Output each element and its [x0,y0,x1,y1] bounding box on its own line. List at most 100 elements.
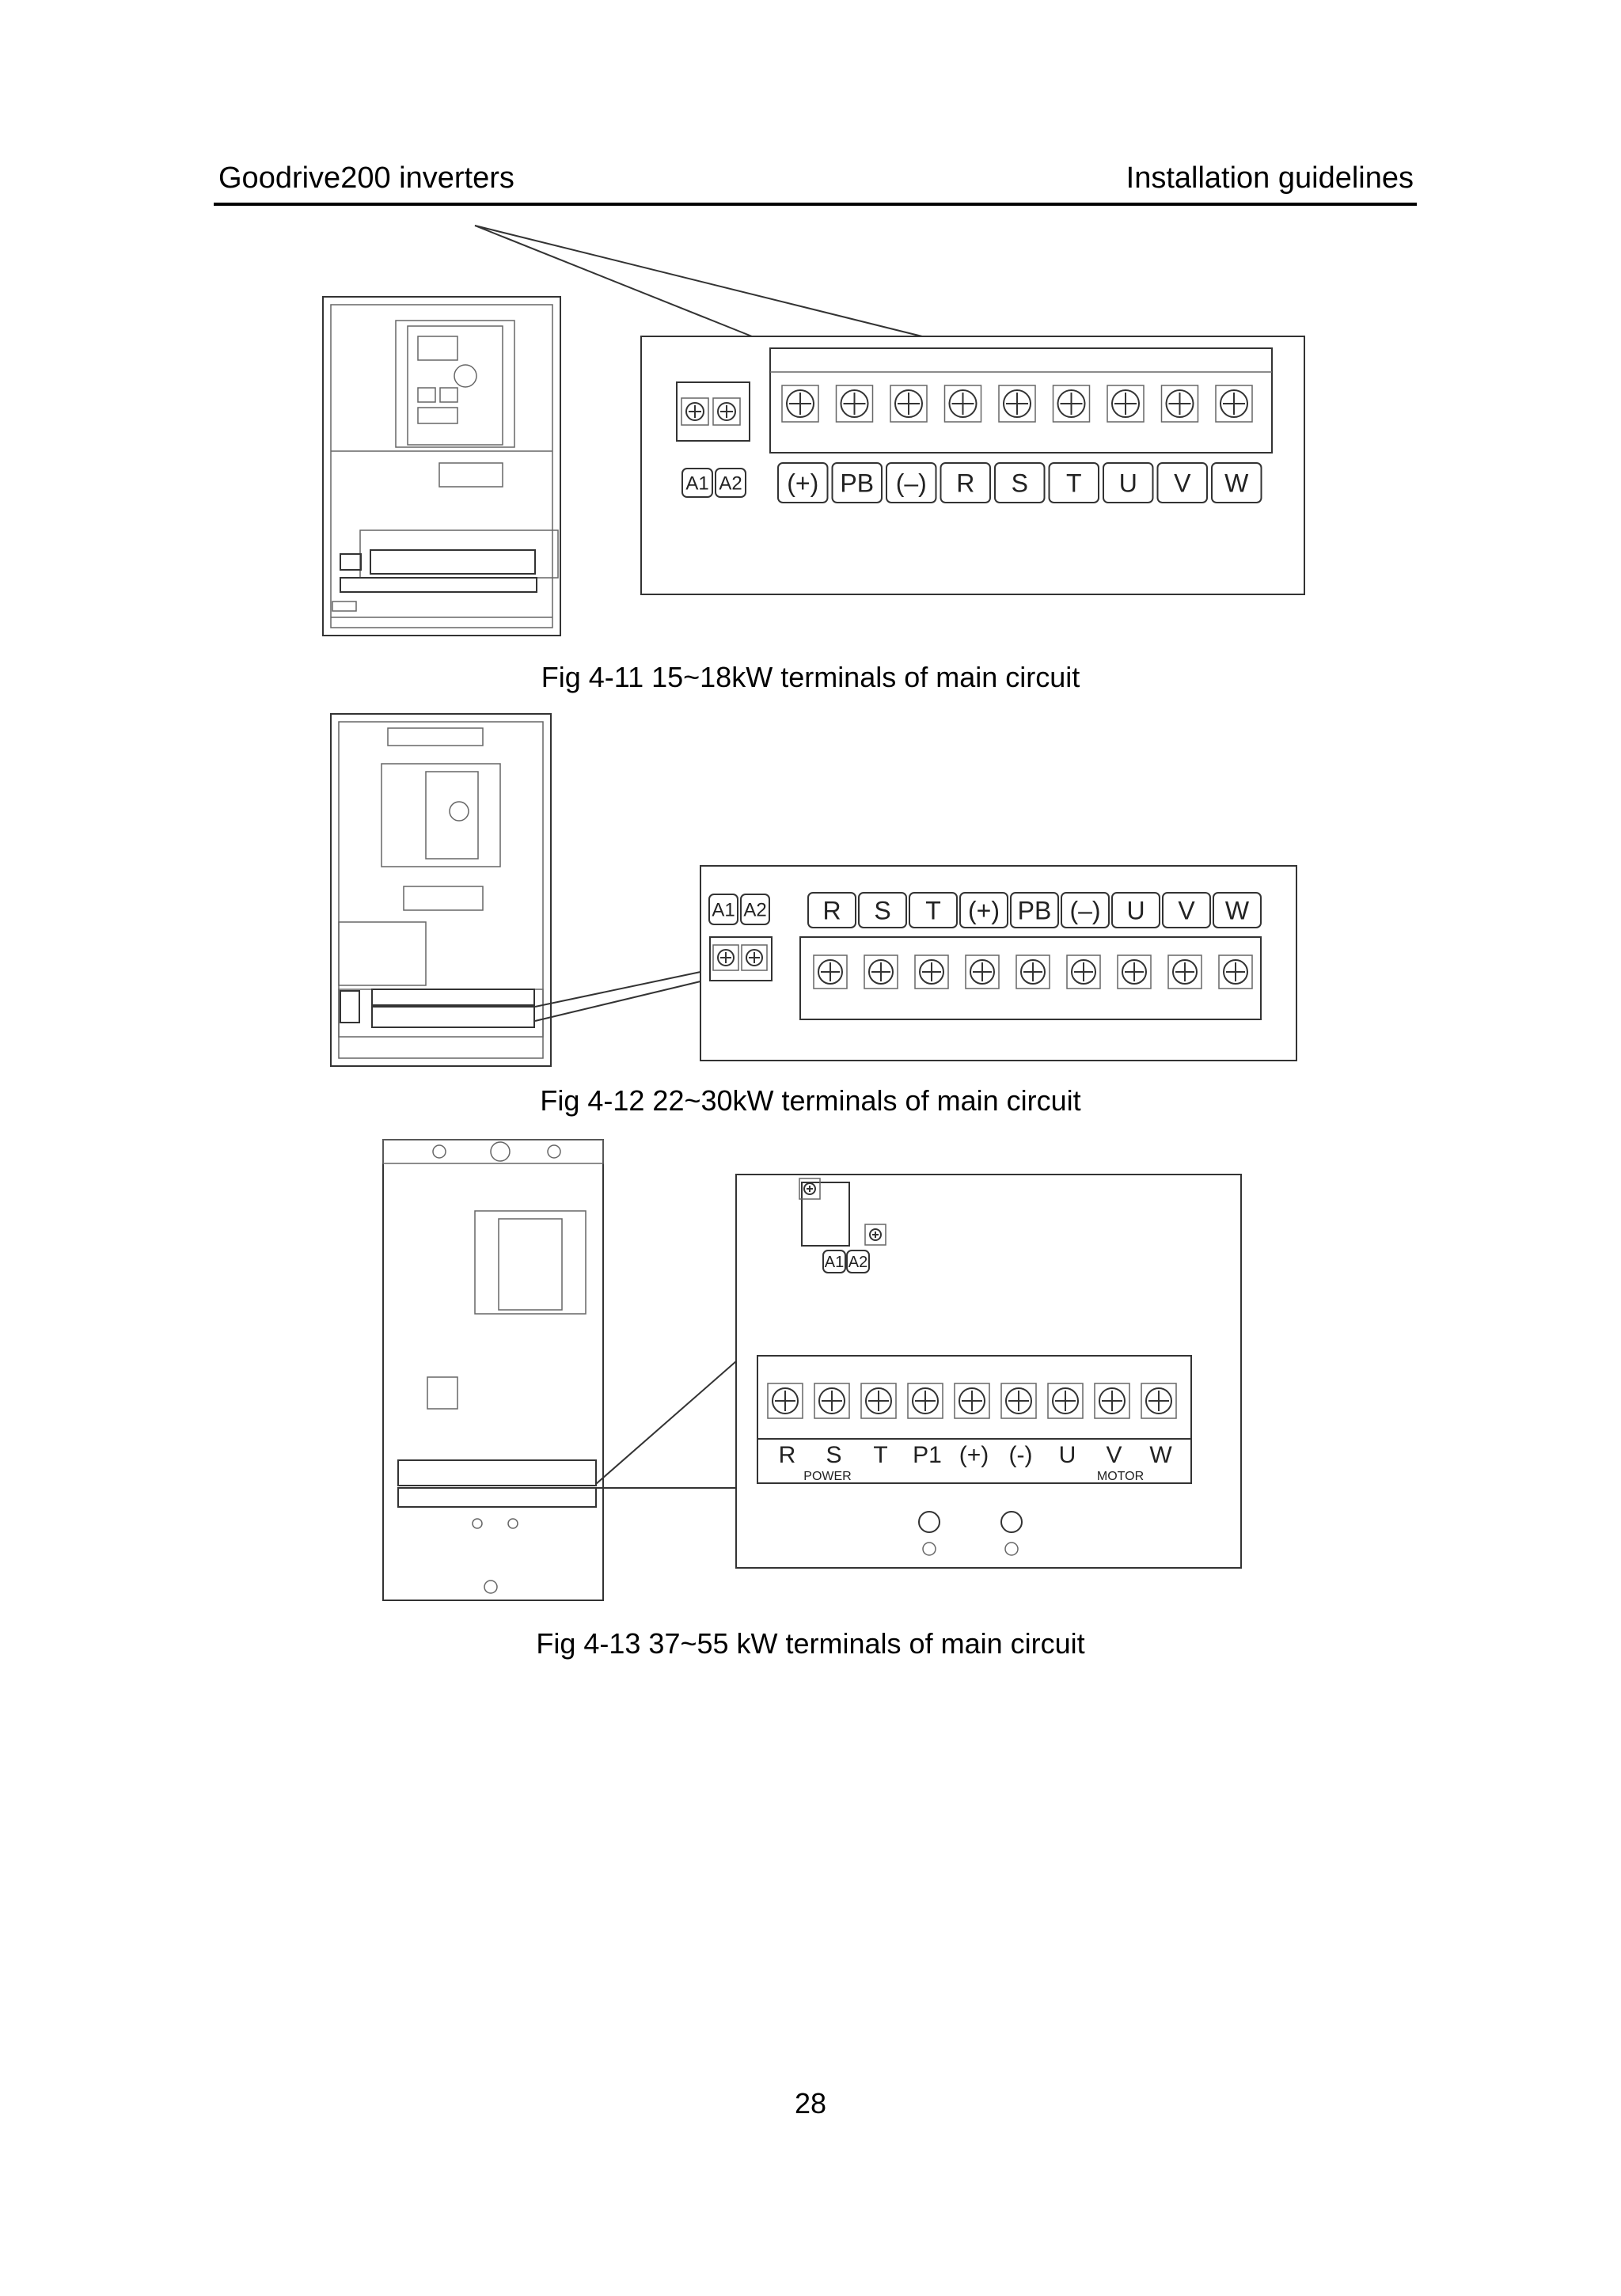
fig2-overview-terminal-strip [340,989,535,1028]
svg-text:A1: A1 [712,900,735,921]
fig2-terminal-label: R [807,892,856,928]
fig2-terminal-label: (–) [1061,892,1110,928]
fig1-terminal-screw [1215,385,1253,423]
fig1-aux-label: A1 [681,468,713,498]
svg-text:A2: A2 [848,1254,867,1271]
fig1-leader-line-top [474,225,923,337]
fig1-terminal-label: (–) [886,462,937,503]
fig2-terminal-screw [1015,954,1050,989]
header-rule [214,203,1417,206]
fig1-terminal-label: T [1048,462,1099,503]
svg-text:V: V [1106,1442,1122,1468]
header-doc-title: Goodrive200 inverters [218,161,514,195]
page-number: 28 [794,2087,827,2120]
fig3-inverter-overview [382,1139,604,1601]
fig2-terminal-label: T [909,892,958,928]
fig3-terminal-label: (+) [959,1442,989,1468]
fig1-overview-terminal-strip [332,549,537,612]
fig2-inverter-overview [330,713,552,1067]
svg-text:T: T [1066,469,1082,498]
fig3-group-label-motor: MOTOR [1097,1470,1144,1483]
fig1-terminal-label: V [1156,462,1208,503]
fig2-leader-line-lower [534,981,701,1022]
fig3-terminal-label: T [873,1442,887,1468]
svg-text:V: V [1174,469,1191,498]
fig1-terminal-label: (+) [777,462,829,503]
svg-text:R: R [779,1442,796,1468]
fig2-terminal-screw [813,954,848,989]
fig3-terminal-screw [1141,1383,1177,1419]
fig1-detail-frame [640,336,1305,595]
fig3-aux-label: A1 [822,1250,846,1273]
fig3-terminal-label: U [1059,1442,1076,1468]
caption-fig-4-11: Fig 4-11 15~18kW terminals of main circu… [541,661,1080,693]
fig3-terminal-label: P1 [913,1442,942,1468]
svg-text:U: U [1059,1442,1076,1468]
fig2-terminal-screw [864,954,898,989]
fig3-terminal-block [757,1355,1192,1440]
svg-text:PB: PB [840,469,874,498]
fig3-terminal-label: R [779,1442,796,1468]
fig1-terminal-label: U [1103,462,1154,503]
caption-fig-4-13: Fig 4-13 37~55 kW terminals of main circ… [536,1627,1085,1660]
fig1-terminal-block [769,347,1273,454]
fig2-terminal-screw [1066,954,1101,989]
fig3-terminal-label: S [826,1442,841,1468]
fig2-terminal-label: S [858,892,907,928]
fig1-terminal-screw [1107,385,1145,423]
fig2-terminal-label: V [1162,892,1211,928]
fig1-terminal-label: PB [831,462,883,503]
fig1-terminal-label: S [994,462,1046,503]
fig1-aux-screw [712,397,741,426]
svg-text:(+): (+) [968,897,1000,925]
fig2-aux-label: A2 [740,894,770,925]
svg-text:W: W [1224,469,1249,498]
svg-text:S: S [874,897,890,925]
fig3-ground-icon-2 [1000,1511,1023,1533]
fig1-terminal-screw [1052,385,1091,423]
svg-text:A2: A2 [719,473,742,495]
svg-text:A1: A1 [825,1254,844,1271]
svg-text:(–): (–) [1069,897,1100,925]
fig3-terminal-screw [1047,1383,1084,1419]
fig2-aux-screw [712,944,739,971]
fig3-terminal-screw [1094,1383,1130,1419]
fig3-terminal-screw [954,1383,990,1419]
fig1-leader-line-left [474,225,753,337]
fig2-terminal-screw [1167,954,1202,989]
fig3-label-strip [757,1438,1192,1484]
fig3-detail-frame [735,1174,1242,1569]
fig3-terminal-screw [1000,1383,1037,1419]
fig3-terminal-label: (-) [1009,1442,1033,1468]
fig2-aux-screw [741,944,768,971]
fig2-aux-label: A1 [708,894,738,925]
fig2-leader-line-upper [534,971,701,1008]
fig3-aux-screw [799,1178,821,1200]
fig1-terminal-screw [835,385,874,423]
svg-text:MOTOR: MOTOR [1097,1470,1144,1483]
fig2-terminal-screw [1218,954,1253,989]
fig3-aux-block [801,1182,850,1247]
fig1-terminal-screw [890,385,928,423]
fig1-terminal-screw [1160,385,1199,423]
fig3-terminal-label: W [1149,1442,1172,1468]
svg-text:(+): (+) [787,469,818,498]
fig3-group-label-power: POWER [803,1470,851,1483]
fig3-terminal-screw [907,1383,943,1419]
svg-text:PB: PB [1018,897,1052,925]
fig2-detail-frame [700,865,1297,1061]
svg-text:V: V [1178,897,1195,925]
svg-text:U: U [1119,469,1137,498]
fig3-aux-label: A2 [846,1250,870,1273]
header-section-title: Installation guidelines [1126,161,1414,195]
fig1-terminal-screw [943,385,982,423]
fig2-terminal-screw [965,954,1000,989]
fig2-terminal-label: U [1111,892,1160,928]
svg-text:T: T [925,897,941,925]
fig2-terminal-screw [1117,954,1152,989]
svg-text:(–): (–) [896,469,927,498]
fig1-terminal-label: W [1211,462,1262,503]
